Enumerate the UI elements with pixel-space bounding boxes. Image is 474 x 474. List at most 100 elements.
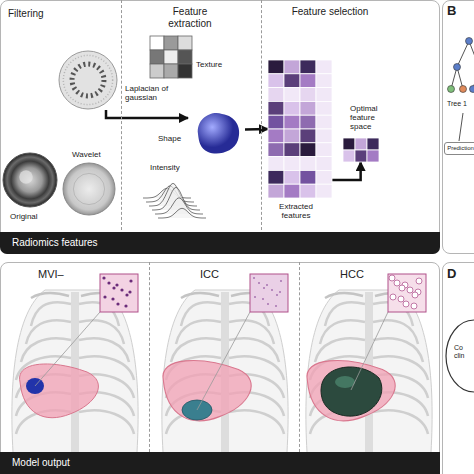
illustration-circle: [72, 64, 104, 96]
illustration: [150, 262, 300, 452]
illustration-circle: [112, 286, 115, 289]
illustration-rect: [150, 36, 164, 50]
illustration-rect: [316, 88, 332, 102]
illustration-circle: [116, 302, 119, 305]
text-label: Optimal feature space: [350, 104, 398, 132]
text-label: Wavelet: [72, 150, 101, 159]
illustration-line: [351, 312, 388, 390]
illustration-rect: [284, 101, 300, 115]
illustration-circle: [63, 163, 115, 215]
illustration-rect: [284, 157, 300, 171]
illustration-circle: [73, 173, 104, 204]
illustration-rect: [164, 50, 178, 64]
illustration-rect: [316, 115, 332, 129]
illustration-rect: [268, 143, 284, 157]
illustration-path: [79, 320, 124, 344]
illustration-rect: [355, 138, 367, 150]
illustration: [300, 262, 438, 452]
illustration-circle: [275, 305, 277, 307]
text-label: Shape: [158, 134, 181, 143]
illustration-circle: [470, 86, 474, 93]
illustration-rect: [164, 64, 178, 78]
illustration-circle: [394, 280, 400, 286]
illustration-rect: [250, 274, 288, 312]
illustration-path: [181, 302, 221, 326]
text-label: Laplacian of gaussian: [125, 84, 169, 102]
illustration-rect: [268, 115, 284, 129]
text-label: Extracted features: [266, 202, 326, 220]
illustration-circle: [253, 277, 255, 279]
illustration-path: [31, 302, 71, 326]
illustration-rect: [300, 60, 316, 74]
illustration: [268, 60, 332, 198]
illustration-circle: [389, 275, 395, 281]
illustration-rect: [316, 170, 332, 184]
illustration-rect: [300, 184, 316, 198]
illustration-circle: [267, 303, 269, 305]
illustration-rect: [343, 150, 355, 162]
illustration-path: [79, 338, 129, 362]
illustration-ellipse: [446, 320, 474, 392]
illustration-circle: [124, 304, 127, 307]
step-column: Feature selectionExtracted featuresOptim…: [262, 0, 438, 230]
illustration-rect: [316, 184, 332, 198]
illustration-rect: [150, 64, 164, 78]
illustration-rect: [300, 115, 316, 129]
illustration-rect: [178, 36, 192, 50]
illustration-rect: [367, 138, 379, 150]
panel: BPrediction: [442, 0, 474, 254]
illustration-rect: [367, 150, 379, 162]
illustration-rect: [268, 184, 284, 198]
illustration-rect: [268, 74, 284, 88]
illustration: [58, 50, 118, 110]
illustration-circle: [271, 289, 273, 291]
illustration-circle: [262, 298, 264, 300]
illustration-circle: [399, 285, 405, 291]
illustration-line: [459, 113, 463, 141]
illustration-rect: [388, 274, 426, 312]
illustration-rect: [316, 129, 332, 143]
illustration-path: [26, 320, 71, 344]
illustration-rect: [316, 157, 332, 171]
class-label: HCC: [340, 268, 364, 281]
illustration-rect: [268, 129, 284, 143]
illustration-rect: [268, 88, 284, 102]
illustration-circle: [19, 170, 33, 184]
illustration-line: [197, 312, 250, 410]
illustration-path: [229, 410, 284, 434]
panel-letter: D: [447, 267, 456, 282]
step-heading: Feature extraction: [150, 6, 230, 29]
illustration-rect: [300, 157, 316, 171]
illustration: [188, 106, 245, 158]
illustration-line: [469, 41, 474, 67]
illustration-circle: [258, 282, 260, 284]
illustration-circle: [279, 291, 281, 293]
feature-heatmap: Extracted features: [268, 60, 332, 198]
illustration-circle: [111, 297, 114, 300]
illustration-rect: [268, 170, 284, 184]
illustration: [2, 152, 58, 208]
intensity-plot: Intensity: [140, 174, 210, 226]
illustration-rect: [150, 50, 164, 64]
illustration-rect: [100, 274, 138, 312]
illustration-circle: [416, 278, 422, 284]
illustration-rect: [268, 101, 284, 115]
image-circle: Original: [2, 152, 58, 208]
illustration-circle: [466, 38, 473, 45]
illustration-circle: [403, 301, 409, 307]
illustration-path: [12, 290, 138, 452]
illustration-circle: [103, 295, 106, 298]
illustration-path: [198, 113, 239, 154]
illustration-rect: [300, 88, 316, 102]
flow-arrow: [245, 128, 268, 131]
illustration-path: [162, 290, 288, 452]
illustration-path: [306, 290, 432, 452]
class-label: ICC: [200, 268, 219, 281]
illustration-circle: [125, 293, 128, 296]
illustration-path: [171, 338, 221, 362]
illustration-path: [229, 320, 274, 344]
illustration-rect: [268, 60, 284, 74]
illustration-circle: [115, 283, 118, 286]
